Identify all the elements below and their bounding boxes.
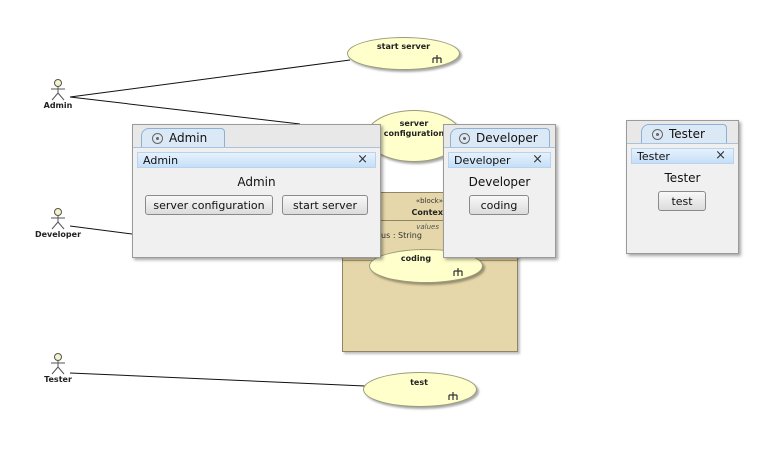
association-developer-coding[interactable] bbox=[69, 225, 133, 235]
panel-title: Admin bbox=[143, 154, 179, 167]
panel-heading: Developer bbox=[468, 175, 531, 189]
panel-title: Developer bbox=[454, 154, 511, 167]
use-case-label-line2: configuration bbox=[383, 129, 445, 138]
actor-tester[interactable]: Tester bbox=[28, 353, 88, 384]
actor-admin[interactable]: Admin bbox=[28, 79, 88, 110]
actor-icon bbox=[51, 353, 65, 375]
block-property: atus : String bbox=[373, 231, 422, 240]
tab-developer[interactable]: Developer bbox=[450, 128, 550, 147]
panel-titlebar: Developer × bbox=[448, 152, 551, 168]
actor-label-tester: Tester bbox=[44, 375, 72, 384]
panel-heading: Admin bbox=[237, 175, 276, 189]
actor-icon bbox=[51, 208, 65, 230]
panel-heading: Tester bbox=[664, 171, 701, 185]
block-values-label: values bbox=[416, 223, 439, 231]
panel-tabstrip: Tester bbox=[627, 121, 738, 144]
association-tester-test[interactable] bbox=[69, 372, 366, 387]
tab-admin[interactable]: Admin bbox=[141, 128, 225, 147]
target-icon bbox=[652, 128, 663, 140]
actor-developer[interactable]: Developer bbox=[28, 208, 88, 239]
admin-panel[interactable]: Admin Admin × Admin server configuration… bbox=[132, 124, 381, 258]
panel-title: Tester bbox=[637, 150, 670, 163]
target-icon bbox=[459, 132, 470, 144]
tab-label: Admin bbox=[169, 131, 208, 145]
actor-icon bbox=[51, 79, 65, 101]
panel-tabstrip: Developer bbox=[444, 125, 555, 148]
tab-label: Developer bbox=[476, 131, 538, 145]
block-stereotype: «block» bbox=[415, 197, 443, 205]
block-compartment-line bbox=[343, 220, 443, 221]
coding-button[interactable]: coding bbox=[469, 195, 529, 215]
panel-titlebar: Admin × bbox=[137, 152, 376, 168]
use-case-label-line1: server bbox=[399, 119, 429, 128]
panel-titlebar: Tester × bbox=[631, 148, 734, 164]
developer-panel[interactable]: Developer Developer × Developer coding bbox=[443, 124, 556, 258]
fork-icon bbox=[453, 268, 463, 276]
close-icon[interactable]: × bbox=[715, 148, 726, 163]
use-case-test[interactable]: test bbox=[363, 372, 477, 407]
actor-label-admin: Admin bbox=[43, 101, 73, 110]
actor-label-developer: Developer bbox=[34, 230, 82, 239]
block-name: Contex bbox=[411, 208, 443, 217]
tab-label: Tester bbox=[669, 127, 705, 141]
fork-icon bbox=[448, 392, 458, 400]
tab-tester[interactable]: Tester bbox=[641, 124, 727, 143]
test-button[interactable]: test bbox=[658, 191, 706, 211]
panel-tabstrip: Admin bbox=[133, 125, 380, 148]
fork-icon bbox=[432, 55, 442, 63]
close-icon[interactable]: × bbox=[357, 152, 368, 167]
association-admin-start-server[interactable] bbox=[69, 59, 351, 98]
server-configuration-button[interactable]: server configuration bbox=[145, 195, 273, 215]
association-admin-server-configuration[interactable] bbox=[69, 96, 301, 125]
target-icon bbox=[152, 132, 163, 144]
use-case-label: test bbox=[410, 378, 428, 387]
tester-panel[interactable]: Tester Tester × Tester test bbox=[626, 120, 739, 254]
start-server-button[interactable]: start server bbox=[282, 195, 368, 215]
use-case-label: coding bbox=[400, 254, 432, 263]
use-case-label: start server bbox=[376, 42, 431, 51]
close-icon[interactable]: × bbox=[532, 152, 543, 167]
use-case-start-server[interactable]: start server bbox=[347, 37, 460, 70]
